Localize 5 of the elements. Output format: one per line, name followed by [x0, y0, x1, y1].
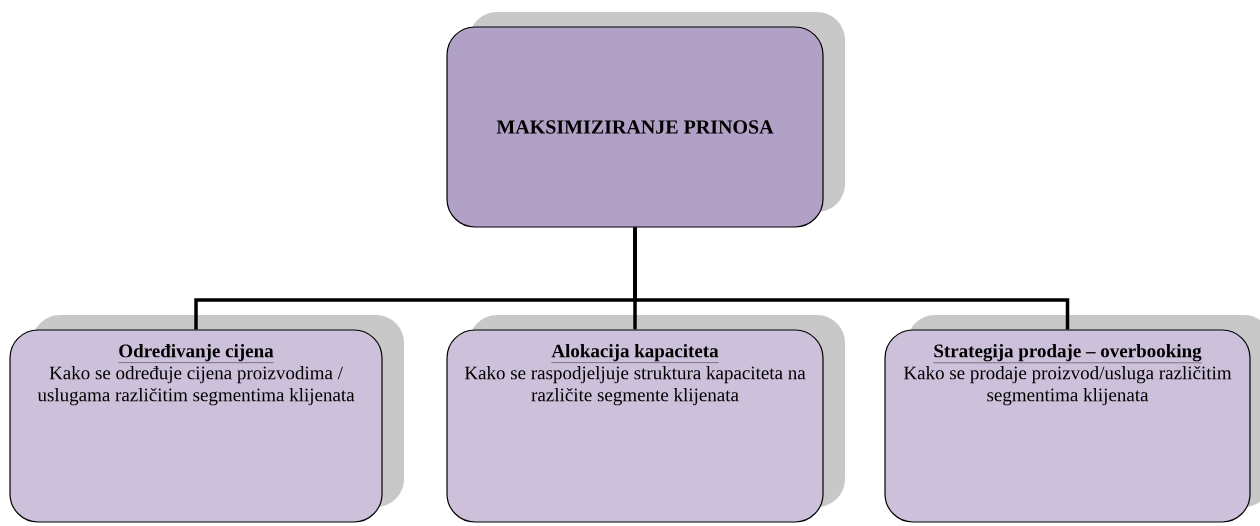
connector-line: [633, 227, 1070, 330]
process-box: Određivanje cijena Kako se određuje cijena proizvodima / uslugama različitim segmentima klijenata: [9, 329, 383, 523]
process-box: Strategija prodaje – overbooking Kako se prodaje proizvod/usluga različitim segmentima klijenata: [884, 329, 1251, 523]
process-box: Alokacija kapaciteta Kako se raspodjeljuje struktura kapaciteta na različite segmente klijenata: [446, 329, 824, 523]
process-box: MAKSIMIZIRANJE PRINOSA: [446, 26, 824, 228]
